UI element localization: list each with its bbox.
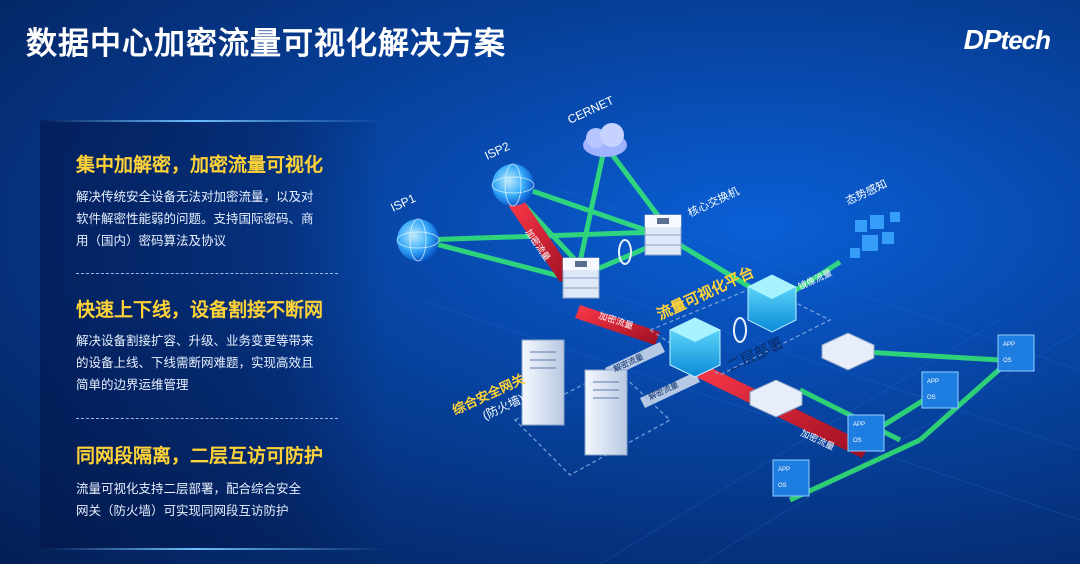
layer2-zone bbox=[513, 284, 832, 476]
section-1-line: 解决传统安全设备无法对加密流量，以及对 bbox=[76, 190, 314, 204]
app-server-icon bbox=[997, 334, 1035, 372]
access-switch-icon bbox=[749, 379, 803, 418]
cernet-cloud-icon bbox=[583, 123, 627, 157]
section-2-line: 解决设备割接扩容、升级、业务变更等带来 bbox=[76, 334, 314, 348]
section-1-text: 解决传统安全设备无法对加密流量，以及对 软件解密性能弱的问题。支持国际密码、商 … bbox=[76, 186, 356, 252]
app-server-icon bbox=[921, 371, 959, 409]
section-2-line: 简单的边界运维管理 bbox=[76, 378, 189, 392]
red-arrow bbox=[575, 305, 660, 345]
logo-sub: tech bbox=[1000, 25, 1051, 55]
platform-cube-icon bbox=[747, 274, 797, 333]
divider bbox=[76, 273, 338, 274]
core-switch-icon bbox=[644, 214, 682, 256]
gray-arrow bbox=[640, 372, 700, 408]
feature-panel bbox=[40, 120, 385, 550]
brand-logo: DPtech bbox=[963, 24, 1051, 56]
section-1-title: 集中加解密，加密流量可视化 bbox=[76, 155, 324, 176]
section-2-text: 解决设备割接扩容、升级、业务变更等带来 的设备上线、下线需断网难题，实现高效且 … bbox=[76, 330, 356, 396]
divider bbox=[76, 418, 338, 419]
situation-awareness-label: 态势感知 bbox=[843, 176, 889, 207]
os-label: OS bbox=[778, 483, 787, 489]
section-3-title: 同网段隔离，二层互访可防护 bbox=[76, 446, 324, 467]
mirror-flow-label: 镜像流量 bbox=[796, 267, 833, 292]
gray-arrow bbox=[605, 342, 665, 378]
panel-bottom-line bbox=[40, 548, 385, 550]
section-1-line: 软件解密性能弱的问题。支持国际密码、商 bbox=[76, 212, 314, 226]
app-label: APP bbox=[778, 467, 790, 473]
decryption-device-icon bbox=[562, 257, 600, 299]
isp2-globe-icon bbox=[491, 163, 535, 207]
isp1-globe-icon bbox=[396, 218, 440, 262]
section-2-title: 快速上下线，设备割接不断网 bbox=[76, 300, 324, 321]
cernet-label: CERNET bbox=[565, 93, 616, 127]
page-title: 数据中心加密流量可视化解决方案 bbox=[26, 26, 506, 61]
section-3-line: 流量可视化支持二层部署，配合综合安全 bbox=[76, 482, 302, 496]
section-3-text: 流量可视化支持二层部署，配合综合安全 网关（防火墙）可实现同网段互访防护 bbox=[76, 478, 356, 522]
isp1-label: ISP1 bbox=[388, 191, 418, 215]
layer2-label: 二层部署 bbox=[725, 335, 787, 376]
platform-cube-icon bbox=[669, 317, 721, 378]
app-server-group: APP OS APP OS APP OS APP OS bbox=[772, 334, 1035, 497]
app-server-icon bbox=[847, 414, 885, 452]
os-label: OS bbox=[1003, 358, 1012, 364]
section-3-line: 网关（防火墙）可实现同网段互访防护 bbox=[76, 504, 289, 518]
decrypted-flow-arrows bbox=[605, 342, 700, 408]
access-switch-icon bbox=[821, 332, 875, 371]
app-label: APP bbox=[927, 379, 939, 385]
app-server-icon bbox=[772, 459, 810, 497]
os-label: OS bbox=[853, 438, 862, 444]
panel-top-line bbox=[40, 120, 385, 122]
situation-awareness-icon bbox=[850, 212, 900, 258]
gateway-server-icon bbox=[584, 369, 628, 456]
app-label: APP bbox=[1003, 342, 1015, 348]
logo-main: DP bbox=[963, 24, 1002, 55]
core-switch-label: 核心交换机 bbox=[685, 184, 741, 220]
app-label: APP bbox=[853, 422, 865, 428]
isp2-label: ISP2 bbox=[482, 139, 512, 163]
gateway-server-icon bbox=[521, 339, 565, 426]
decrypted-flow-label: 解密流量 bbox=[612, 351, 645, 374]
link-ring-icon bbox=[618, 239, 747, 343]
os-label: OS bbox=[927, 395, 936, 401]
section-2-line: 的设备上线、下线需断网难题，实现高效且 bbox=[76, 356, 314, 370]
red-arrow bbox=[508, 198, 575, 282]
section-1-line: 用（国内）密码算法及协议 bbox=[76, 234, 227, 248]
